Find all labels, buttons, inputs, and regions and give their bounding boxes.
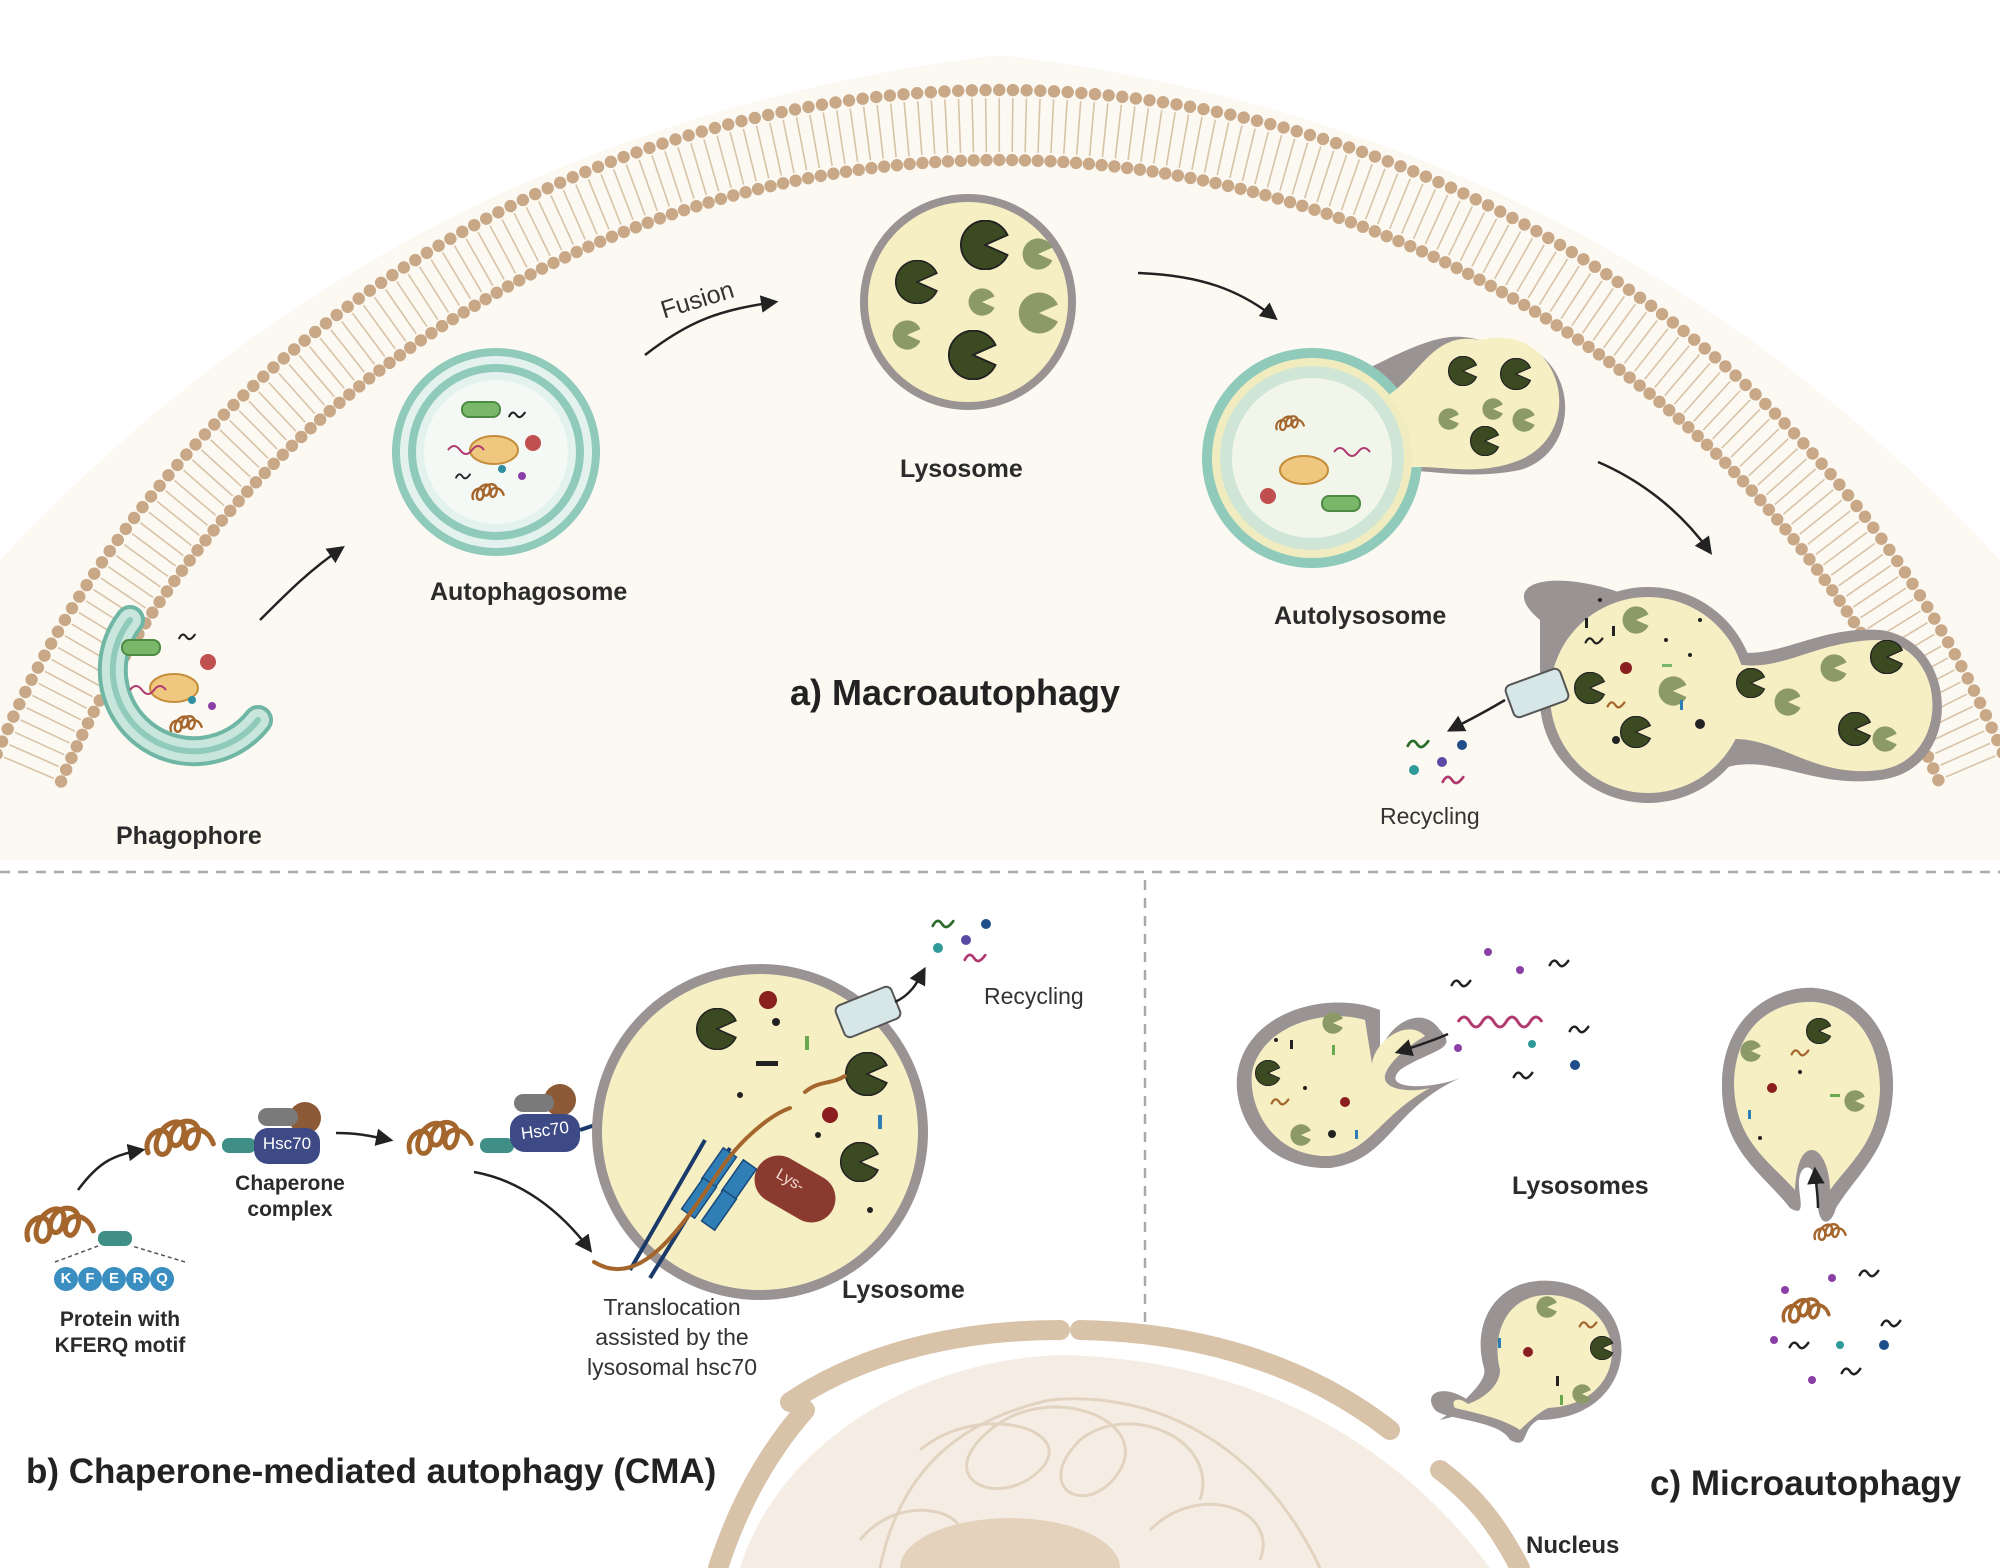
recycled-molecules: [931, 919, 991, 963]
recycling-label: Recycling: [984, 983, 1084, 1009]
kferq-protein-icon: [27, 1208, 186, 1263]
protein-kferq-label-2: KFERQ motif: [54, 1334, 186, 1357]
lysosomal-hsc70-channel: [592, 1106, 792, 1280]
protein-kferq-label-1: Protein with: [59, 1308, 181, 1331]
nucleus-label: Nucleus: [1526, 1532, 1620, 1559]
recycling-label: Recycling: [1380, 803, 1480, 829]
autolysosome-label: Autolysosome: [1274, 602, 1447, 630]
nucleus-icon: [708, 1320, 1530, 1568]
section-title-macroautophagy: a) Macroautophagy: [790, 672, 1121, 713]
kferq-letter-bead: F: [78, 1267, 102, 1291]
phagophore-label: Phagophore: [116, 822, 262, 850]
arrows: [1394, 1032, 1825, 1209]
mitochondrion-icon: [149, 673, 199, 703]
chaperone-complex-label-1: Chaperone: [235, 1172, 345, 1195]
cell-cytoplasm: [0, 55, 2000, 860]
micro-cargo: [1450, 948, 1902, 1384]
bacterium-icon: [121, 639, 161, 656]
lysosome-label: Lysosome: [842, 1276, 965, 1304]
autophagosome-icon: [392, 348, 600, 556]
section-title-microautophagy: c) Microautophagy: [1650, 1464, 1962, 1503]
kferq-letter-bead: E: [102, 1267, 126, 1291]
chaperone-complex-icon: [147, 1102, 321, 1164]
lysosome-label: Lysosome: [900, 455, 1023, 483]
section-title-cma: b) Chaperone-mediated autophagy (CMA): [26, 1452, 717, 1491]
arrows: [76, 966, 926, 1253]
translocation-label-3: lysosomal hsc70: [586, 1354, 758, 1380]
translocation-label-2: assisted by the: [595, 1324, 749, 1350]
lipid-bilayer-icon: [0, 83, 2000, 788]
kferq-letter-bead: Q: [150, 1267, 174, 1291]
chaperone-complex-label-2: complex: [247, 1198, 333, 1221]
translocation-label-1: Translocation: [603, 1294, 741, 1320]
lysosome-cma-icon: [592, 964, 928, 1300]
transporter-channel-icon: [1504, 667, 1570, 719]
recycled-molecules: [1406, 739, 1467, 785]
autophagosome-label: Autophagosome: [430, 578, 628, 606]
late-autolysosome-icon: [1523, 580, 1942, 803]
autolysosome-icon: [1202, 336, 1566, 568]
micro-lysosome-2: [1721, 987, 1894, 1222]
micro-lysosome-3: [1431, 1280, 1622, 1443]
hsc70-label: Hsc70: [262, 1134, 312, 1153]
micro-lysosome-1: [1236, 1002, 1460, 1169]
kferq-letter-bead: K: [54, 1267, 78, 1291]
arrows: [259, 271, 1713, 732]
kferq-letter-bead: R: [126, 1267, 150, 1291]
lysosome-icon: [860, 194, 1076, 410]
lysosomes-label: Lysosomes: [1512, 1172, 1649, 1200]
phagophore-icon: [97, 605, 273, 767]
virus-icon: [200, 654, 216, 670]
